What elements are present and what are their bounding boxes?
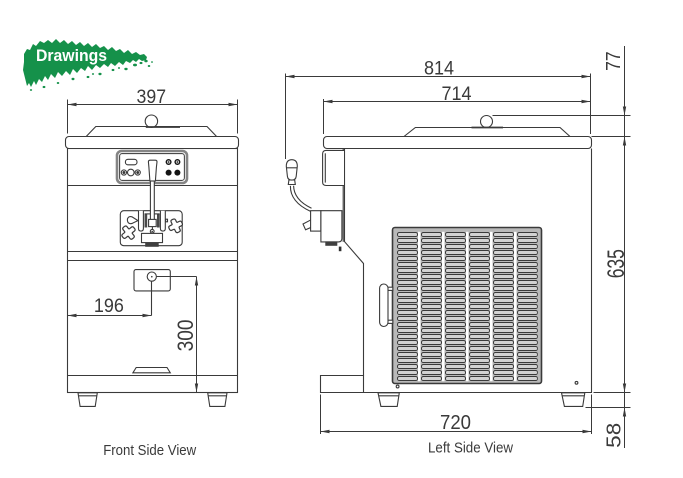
svg-text:814: 814	[424, 58, 454, 79]
svg-text:77: 77	[602, 51, 624, 71]
svg-text:635: 635	[603, 249, 629, 278]
svg-text:Drawings: Drawings	[36, 47, 107, 65]
svg-text:397: 397	[137, 87, 167, 108]
svg-text:Left Side View: Left Side View	[428, 440, 513, 457]
svg-text:720: 720	[440, 412, 471, 434]
svg-text:300: 300	[174, 319, 199, 351]
svg-text:196: 196	[94, 296, 124, 317]
svg-text:Front Side View: Front Side View	[103, 442, 196, 459]
svg-text:714: 714	[442, 84, 472, 105]
svg-text:58: 58	[602, 423, 625, 448]
